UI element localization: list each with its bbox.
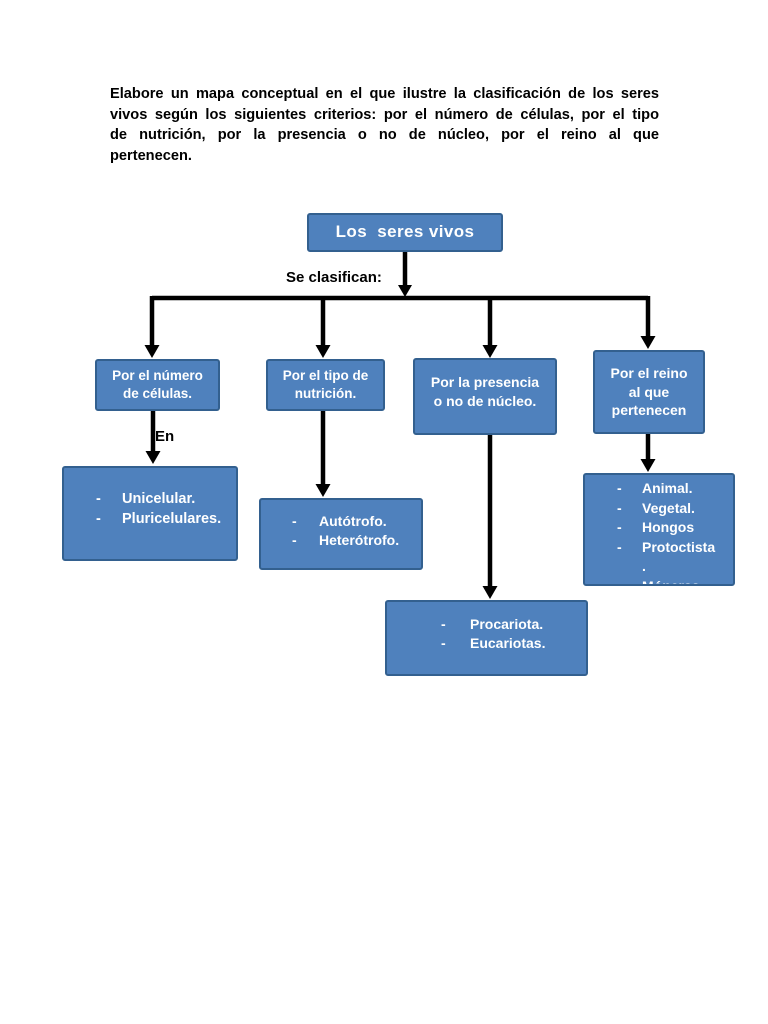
arrowhead-kingdom-leaf <box>640 459 656 472</box>
arrowhead-nutrition-criterion <box>315 345 331 358</box>
criterion-box-reino: Por el reino al que pertenecen <box>593 350 705 434</box>
instructions-line: pertenecen. <box>110 147 192 164</box>
list-item-text: Procariota. <box>470 616 544 632</box>
arrowhead-nutrition-leaf <box>315 484 331 497</box>
criterion-box-presencia-nucleo: Por la presencia o no de núcleo. <box>413 358 557 435</box>
instructions-line: de nutrición, por la presencia o no de n… <box>110 127 659 143</box>
list-item-text: Eucariotas. <box>470 635 546 651</box>
arrowhead-nucleus-criterion <box>482 345 498 358</box>
list-item: - Protoctista <box>585 538 733 558</box>
list-item: - Procariota. <box>387 615 586 634</box>
list-item-text: Protoctista <box>642 538 716 555</box>
list-item-text: Autótrofo. <box>319 513 387 529</box>
criterion-box-tipo-nutricion: Por el tipo de nutrición. <box>266 359 385 411</box>
list-item-text: Vegetal. <box>642 499 695 516</box>
dash-bullet: - <box>292 513 297 529</box>
dash-bullet: - <box>617 499 622 516</box>
list-item-text: Pluricelulares. <box>122 510 222 527</box>
list-item-text: . <box>642 558 646 574</box>
leaf-box-nutricion: - Autótrofo. - Heterótrofo. <box>259 498 423 570</box>
instructions-line: vivos según los siguientes criterios: po… <box>110 106 659 123</box>
list-item: . <box>585 557 733 577</box>
root-node-los-seres-vivos: Los seres vivos <box>307 213 503 252</box>
instructions-paragraph: Elabore un mapa conceptual en el que ilu… <box>110 84 659 166</box>
dash-bullet: - <box>617 519 622 535</box>
list-item-text: Hongos <box>642 519 695 535</box>
dash-bullet: - <box>441 635 446 651</box>
list-item: - Eucariotas. <box>387 634 586 653</box>
list-item-text: Unicelular. <box>122 491 196 507</box>
arrowhead-kingdom-criterion <box>640 336 656 349</box>
leaf-box-reinos: - Animal. - Vegetal. - Hongos - Protocti… <box>583 473 735 586</box>
dash-bullet: - <box>96 491 101 507</box>
arrowhead-cells-leaf <box>145 451 161 464</box>
list-item: - Heterótrofo. <box>261 531 421 550</box>
list-item-text: Móneras. <box>642 577 704 586</box>
list-item: - Pluricelulares. <box>64 510 236 530</box>
dash-bullet: - <box>617 480 622 496</box>
dash-bullet: - <box>96 510 101 527</box>
list-item: - Animal. <box>585 479 733 499</box>
arrowhead-nucleus-leaf <box>482 586 498 599</box>
dash-bullet: - <box>617 577 622 586</box>
list-item: - Autótrofo. <box>261 512 421 531</box>
list-item-text: Animal. <box>642 480 693 496</box>
list-item-text: Heterótrofo. <box>319 532 400 548</box>
dash-bullet: - <box>441 616 446 632</box>
list-item: - Vegetal. <box>585 499 733 519</box>
se-clasifican-label: Se clasifican: <box>286 269 382 286</box>
criterion-box-numero-celulas: Por el número de células. <box>95 359 220 411</box>
list-item: - Unicelular. <box>64 490 236 510</box>
dash-bullet: - <box>617 538 622 555</box>
en-label: En <box>155 428 175 445</box>
leaf-box-nucleo: - Procariota. - Eucariotas. <box>385 600 588 676</box>
arrowhead-cells-criterion <box>144 345 160 358</box>
dash-bullet: - <box>292 532 297 548</box>
list-item-clipped: - Móneras. <box>585 577 733 586</box>
list-item: - Hongos <box>585 518 733 538</box>
arrowhead-root <box>398 285 412 297</box>
leaf-box-celulas: - Unicelular. - Pluricelulares. <box>62 466 238 561</box>
instructions-line: Elabore un mapa conceptual en el que ilu… <box>110 86 659 102</box>
